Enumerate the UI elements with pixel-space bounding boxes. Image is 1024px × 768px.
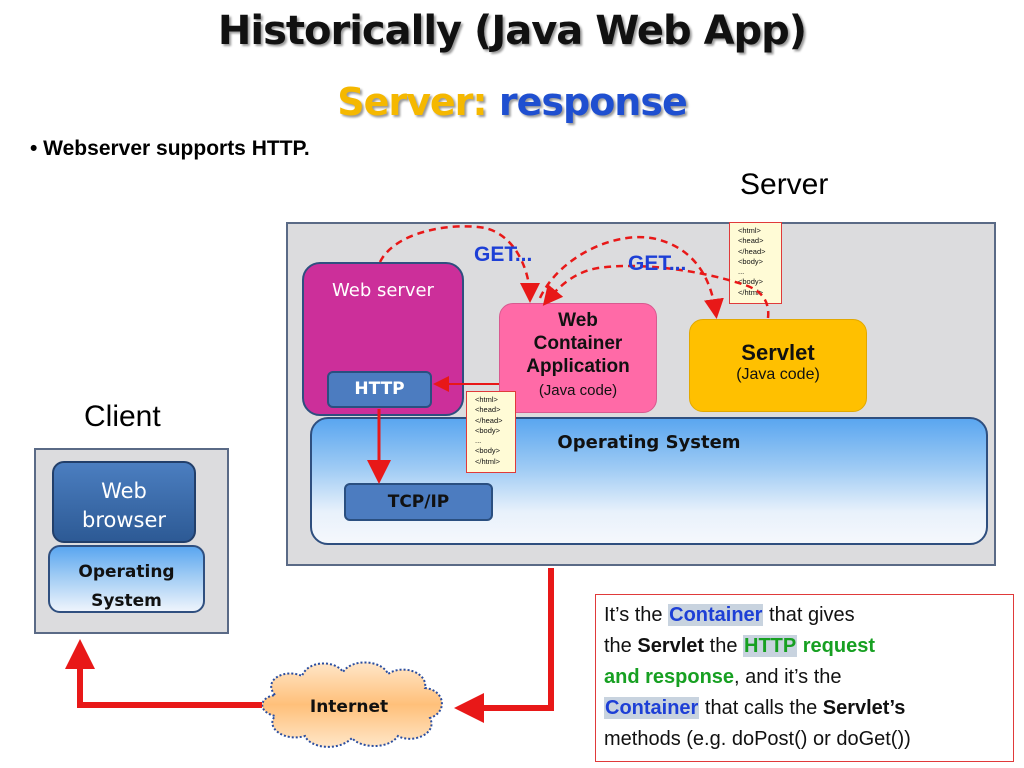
- code-line: <body>: [475, 425, 501, 435]
- web-browser-label: Web browser: [52, 477, 196, 535]
- web-browser-box: [52, 461, 196, 543]
- server-to-internet-arrow: [454, 568, 554, 723]
- note-servlets: Servlet’s: [822, 697, 906, 719]
- response-arrow-servlet-to-wca: [542, 264, 770, 319]
- servlet-subtitle: (Java code): [736, 366, 820, 383]
- note-p1: It’s the: [604, 604, 669, 626]
- note-p2: that gives: [763, 604, 855, 626]
- slide-title: Historically (Java Web App): [217, 8, 807, 54]
- code-line: <html>: [475, 395, 498, 404]
- get-label-2: GET...: [628, 252, 687, 275]
- bullet-text: • Webserver supports HTTP.: [30, 137, 310, 160]
- code-line: </html>: [475, 456, 501, 466]
- http-box: HTTP: [327, 371, 432, 408]
- web-server-label: Web server: [332, 280, 434, 301]
- servlet-title: Servlet: [741, 340, 815, 365]
- note-p5: , and it’s the: [734, 666, 842, 688]
- code-line: <head>: [475, 405, 501, 415]
- get-label-1: GET...: [474, 243, 533, 266]
- note-text: It’s the Container that gives the Servle…: [604, 600, 1012, 755]
- tcpip-box: TCP/IP: [344, 483, 493, 521]
- note-request: request: [797, 635, 876, 657]
- subtitle-server: Server:: [337, 80, 487, 124]
- client-os-line1: Operating: [78, 562, 175, 582]
- note-container-1: Container: [668, 604, 764, 626]
- note-p3: the: [604, 635, 638, 657]
- servlet-label: Servlet (Java code): [689, 340, 867, 384]
- note-p7: methods (e.g. doPost() or doGet()): [604, 728, 911, 750]
- internet-cloud: [261, 661, 443, 748]
- client-label: Client: [84, 400, 161, 433]
- note-servlet: Servlet: [637, 635, 705, 657]
- wca-line4: (Java code): [538, 382, 618, 399]
- server-label: Server: [740, 168, 829, 201]
- code-line: <head>: [738, 236, 764, 246]
- html-response-top: <html> <head> </head> <body> ... <body> …: [729, 222, 782, 304]
- internet-to-client-arrow: [65, 639, 262, 708]
- internet-label: Internet: [309, 697, 389, 717]
- note-box: [595, 594, 1014, 762]
- client-os-label: Operating System: [48, 558, 205, 616]
- web-container-application-label: Web Container Application (Java code): [499, 309, 657, 402]
- note-and-response: and response: [604, 666, 735, 688]
- note-http: HTTP: [743, 635, 798, 657]
- servlet-box: [689, 319, 867, 412]
- note-container-2: Container: [604, 697, 700, 719]
- code-line: <body>: [738, 277, 764, 287]
- wca-line1: Web: [558, 310, 598, 331]
- web-browser-line1: Web: [101, 479, 147, 503]
- slide-subtitle: Server: response: [0, 80, 1024, 124]
- code-line: <body>: [738, 256, 764, 266]
- code-line: </html>: [738, 287, 764, 297]
- code-line: ...: [475, 436, 482, 446]
- code-line: </head>: [475, 415, 503, 425]
- code-line: ...: [738, 267, 745, 277]
- subtitle-response: response: [498, 80, 688, 124]
- wca-line2: Container: [533, 333, 623, 354]
- server-operating-system: [310, 417, 988, 545]
- web-browser-line2: browser: [81, 508, 167, 532]
- note-p4: the: [704, 635, 743, 657]
- server-os-label: Operating System: [557, 432, 741, 453]
- code-line: <html>: [738, 226, 761, 235]
- get-arrow-webserver-to-wca: [378, 225, 540, 303]
- code-line: <body>: [475, 446, 501, 456]
- get-arrow-wca-to-servlet: [538, 235, 724, 319]
- code-line: </head>: [738, 246, 766, 256]
- client-operating-system: [48, 545, 205, 613]
- note-p6: that calls the: [699, 697, 823, 719]
- web-container-application-box: [499, 303, 657, 413]
- wca-line3: Application: [526, 356, 630, 377]
- client-os-line2: System: [91, 591, 162, 611]
- html-response-middle: <html> <head> </head> <body> ... <body> …: [466, 391, 516, 473]
